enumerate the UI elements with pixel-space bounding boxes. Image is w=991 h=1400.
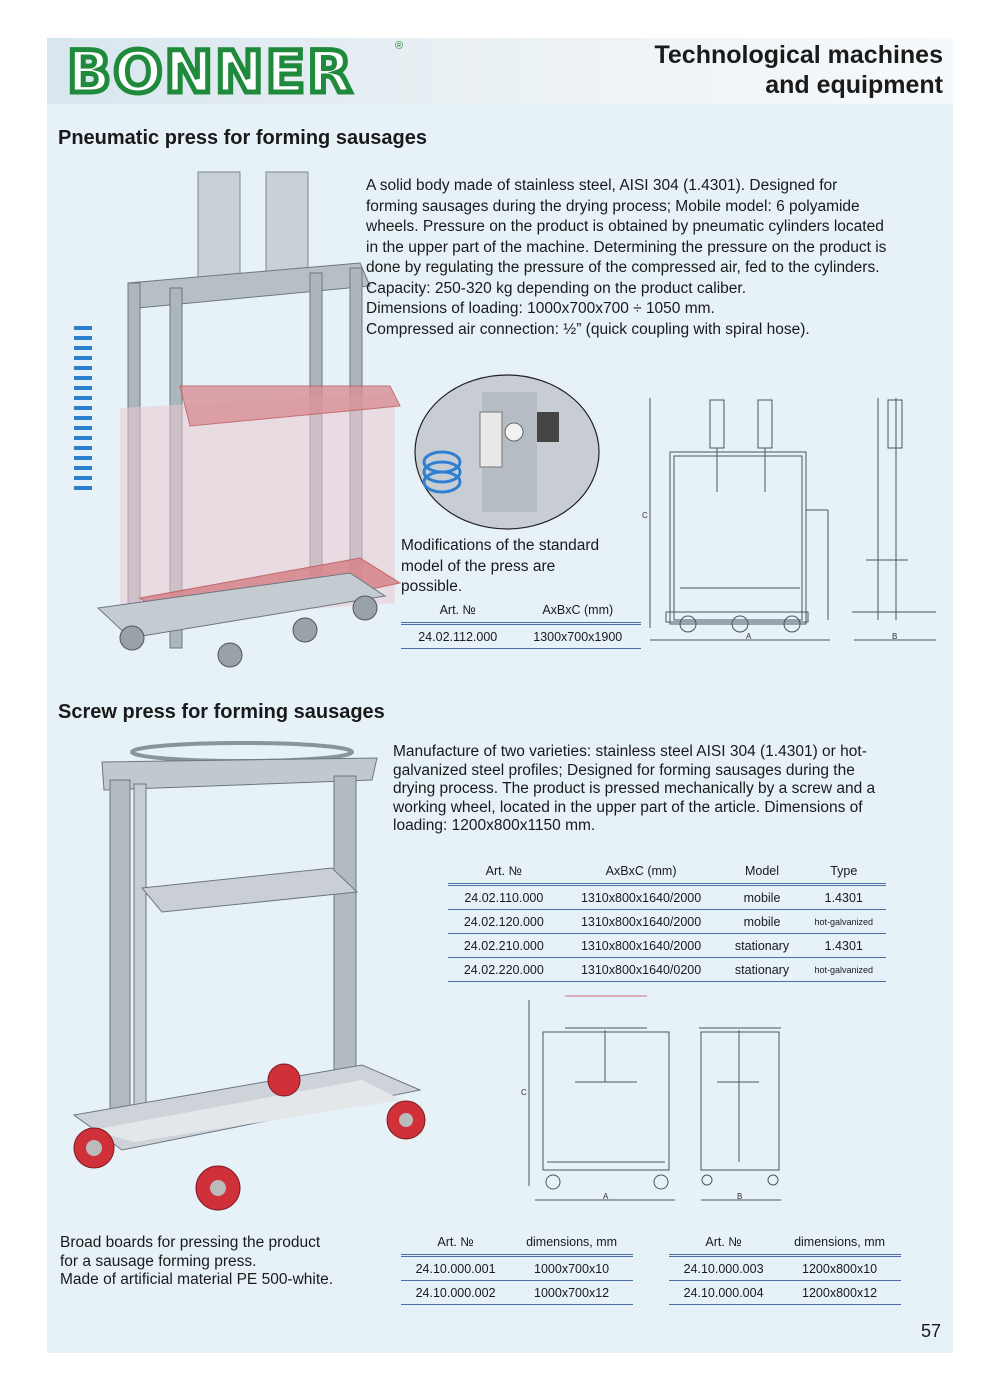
boards-table-2: Art. № dimensions, mm 24.10.000.003 1200… xyxy=(669,1235,901,1305)
section2-description: Manufacture of two varieties: stainless … xyxy=(393,743,876,834)
page-number: 57 xyxy=(920,1321,941,1341)
screw-press-drawing: C A B xyxy=(521,995,781,1201)
registered-mark: ® xyxy=(395,40,404,52)
table-row: 24.10.000.003 1200x800x10 xyxy=(669,1255,901,1281)
section2-title: Screw press for forming sausages xyxy=(58,701,385,723)
drawing-label-b: B xyxy=(737,1192,742,1201)
table-header: Art. № xyxy=(448,864,560,886)
screw-press-illustration xyxy=(72,741,426,1211)
table-header: AxBxC (mm) xyxy=(514,603,641,625)
logo-text: BONNER xyxy=(67,42,354,100)
table-header: dimensions, mm xyxy=(510,1235,633,1257)
table-row: 24.10.000.002 1000x700x12 xyxy=(401,1280,633,1305)
drawing-label-a: A xyxy=(603,1192,609,1201)
section1-description: A solid body made of stainless steel, AI… xyxy=(366,177,887,338)
table-row: 24.02.220.000 1310x800x1640/0200 station… xyxy=(448,957,886,982)
table-header: Art. № xyxy=(401,1235,511,1257)
header-title-line1: Technological machines xyxy=(654,41,943,69)
section2-spec-table: Art. № AxBxC (mm) Model Type 24.02.110.0… xyxy=(448,864,886,982)
drawing-label-c: C xyxy=(642,511,648,520)
table-row: 24.02.210.000 1310x800x1640/2000 station… xyxy=(448,933,886,958)
pneumatic-press-illustration xyxy=(74,171,402,668)
drawing-label-a: A xyxy=(746,632,752,641)
section1-note: Modifications of the standard model of t… xyxy=(401,537,600,595)
section1-spec-table: Art. № AxBxC (mm) 24.02.112.000 1300x700… xyxy=(401,603,641,649)
table-row: 24.10.000.004 1200x800x12 xyxy=(669,1280,901,1305)
table-header: Type xyxy=(801,864,886,886)
table-header: Model xyxy=(722,864,802,886)
pneumatic-detail-illustration xyxy=(414,374,600,530)
table-row: 24.02.120.000 1310x800x1640/2000 mobile … xyxy=(448,909,886,934)
drawing-label-b: B xyxy=(892,632,897,641)
table-row: 24.10.000.001 1000x700x10 xyxy=(401,1255,633,1281)
pneumatic-press-drawing: C A B xyxy=(642,398,936,641)
table-header: Art. № xyxy=(401,603,515,625)
header-banner: BONNER ® Technological machines and equi… xyxy=(47,36,953,109)
table-header: dimensions, mm xyxy=(778,1235,901,1257)
table-row: 24.02.112.000 1300x700x1900 xyxy=(401,623,641,649)
drawing-label-c: C xyxy=(521,1088,527,1097)
bonner-logo: BONNER xyxy=(65,36,397,109)
header-title-line2: and equipment xyxy=(765,71,943,99)
table-header: Art. № xyxy=(669,1235,779,1257)
section1-title: Pneumatic press for forming sausages xyxy=(58,127,428,149)
boards-note: Broad boards for pressing the product fo… xyxy=(60,1234,334,1288)
header-title: Technological machines and equipment xyxy=(654,40,943,100)
table-row: 24.02.110.000 1310x800x1640/2000 mobile … xyxy=(448,884,886,910)
boards-table-1: Art. № dimensions, mm 24.10.000.001 1000… xyxy=(401,1235,633,1305)
table-header: AxBxC (mm) xyxy=(559,864,723,886)
